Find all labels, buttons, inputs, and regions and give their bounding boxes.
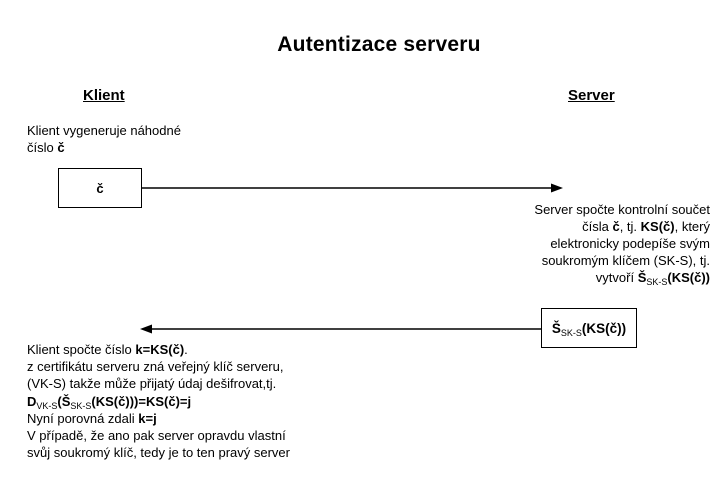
message-box-c: č xyxy=(58,168,142,208)
text-line: z certifikátu serveru zná veřejný klíč s… xyxy=(27,359,284,375)
subscript: SK-S xyxy=(70,400,92,411)
text-line: DVK-S(ŠSK-S(KS(č)))=KS(č)=j xyxy=(27,393,192,411)
text-line: Server spočte kontrolní součet xyxy=(534,202,710,217)
message-box-signature: ŠSK-S(KS(č)) xyxy=(541,308,637,348)
arrow-server-to-client xyxy=(140,324,541,334)
text-line: soukromým klíčem (SK-S), tj. xyxy=(541,253,710,268)
subscript: VK-S xyxy=(36,400,58,411)
client-generates-note: Klient vygeneruje náhodné číslo č xyxy=(27,122,181,156)
arrow-client-to-server xyxy=(141,183,563,193)
text-line: svůj soukromý klíč, tedy je to ten pravý… xyxy=(27,445,290,461)
text-line: Klient vygeneruje náhodné xyxy=(27,123,181,138)
text-line: čísla č, tj. KS(č), který xyxy=(582,219,710,234)
text-line: (VK-S) takže může přijatý údaj dešifrova… xyxy=(27,376,277,392)
message-box-c-label: č xyxy=(96,180,104,196)
subscript: SK-S xyxy=(560,327,582,338)
text-line: Klient spočte číslo k=KS(č). xyxy=(27,342,188,357)
client-verifies-note: Klient spočte číslo k=KS(č). z certifiká… xyxy=(27,341,290,461)
lane-header-server: Server xyxy=(568,87,615,104)
server-computes-note: Server spočte kontrolní součet čísla č, … xyxy=(534,201,710,287)
text-line: V případě, že ano pak server opravdu vla… xyxy=(27,428,286,444)
subscript: SK-S xyxy=(646,277,668,287)
message-box-signature-label: ŠSK-S(KS(č)) xyxy=(551,320,627,338)
text-line: vytvoří ŠSK-S(KS(č)) xyxy=(595,270,710,287)
text-line: číslo č xyxy=(27,140,65,156)
text-line: elektronicky podepíše svým xyxy=(550,236,710,251)
text-line: Nyní porovná zdali k=j xyxy=(27,410,157,426)
slide-title: Autentizace serveru xyxy=(277,33,481,56)
lane-header-klient: Klient xyxy=(83,87,125,104)
